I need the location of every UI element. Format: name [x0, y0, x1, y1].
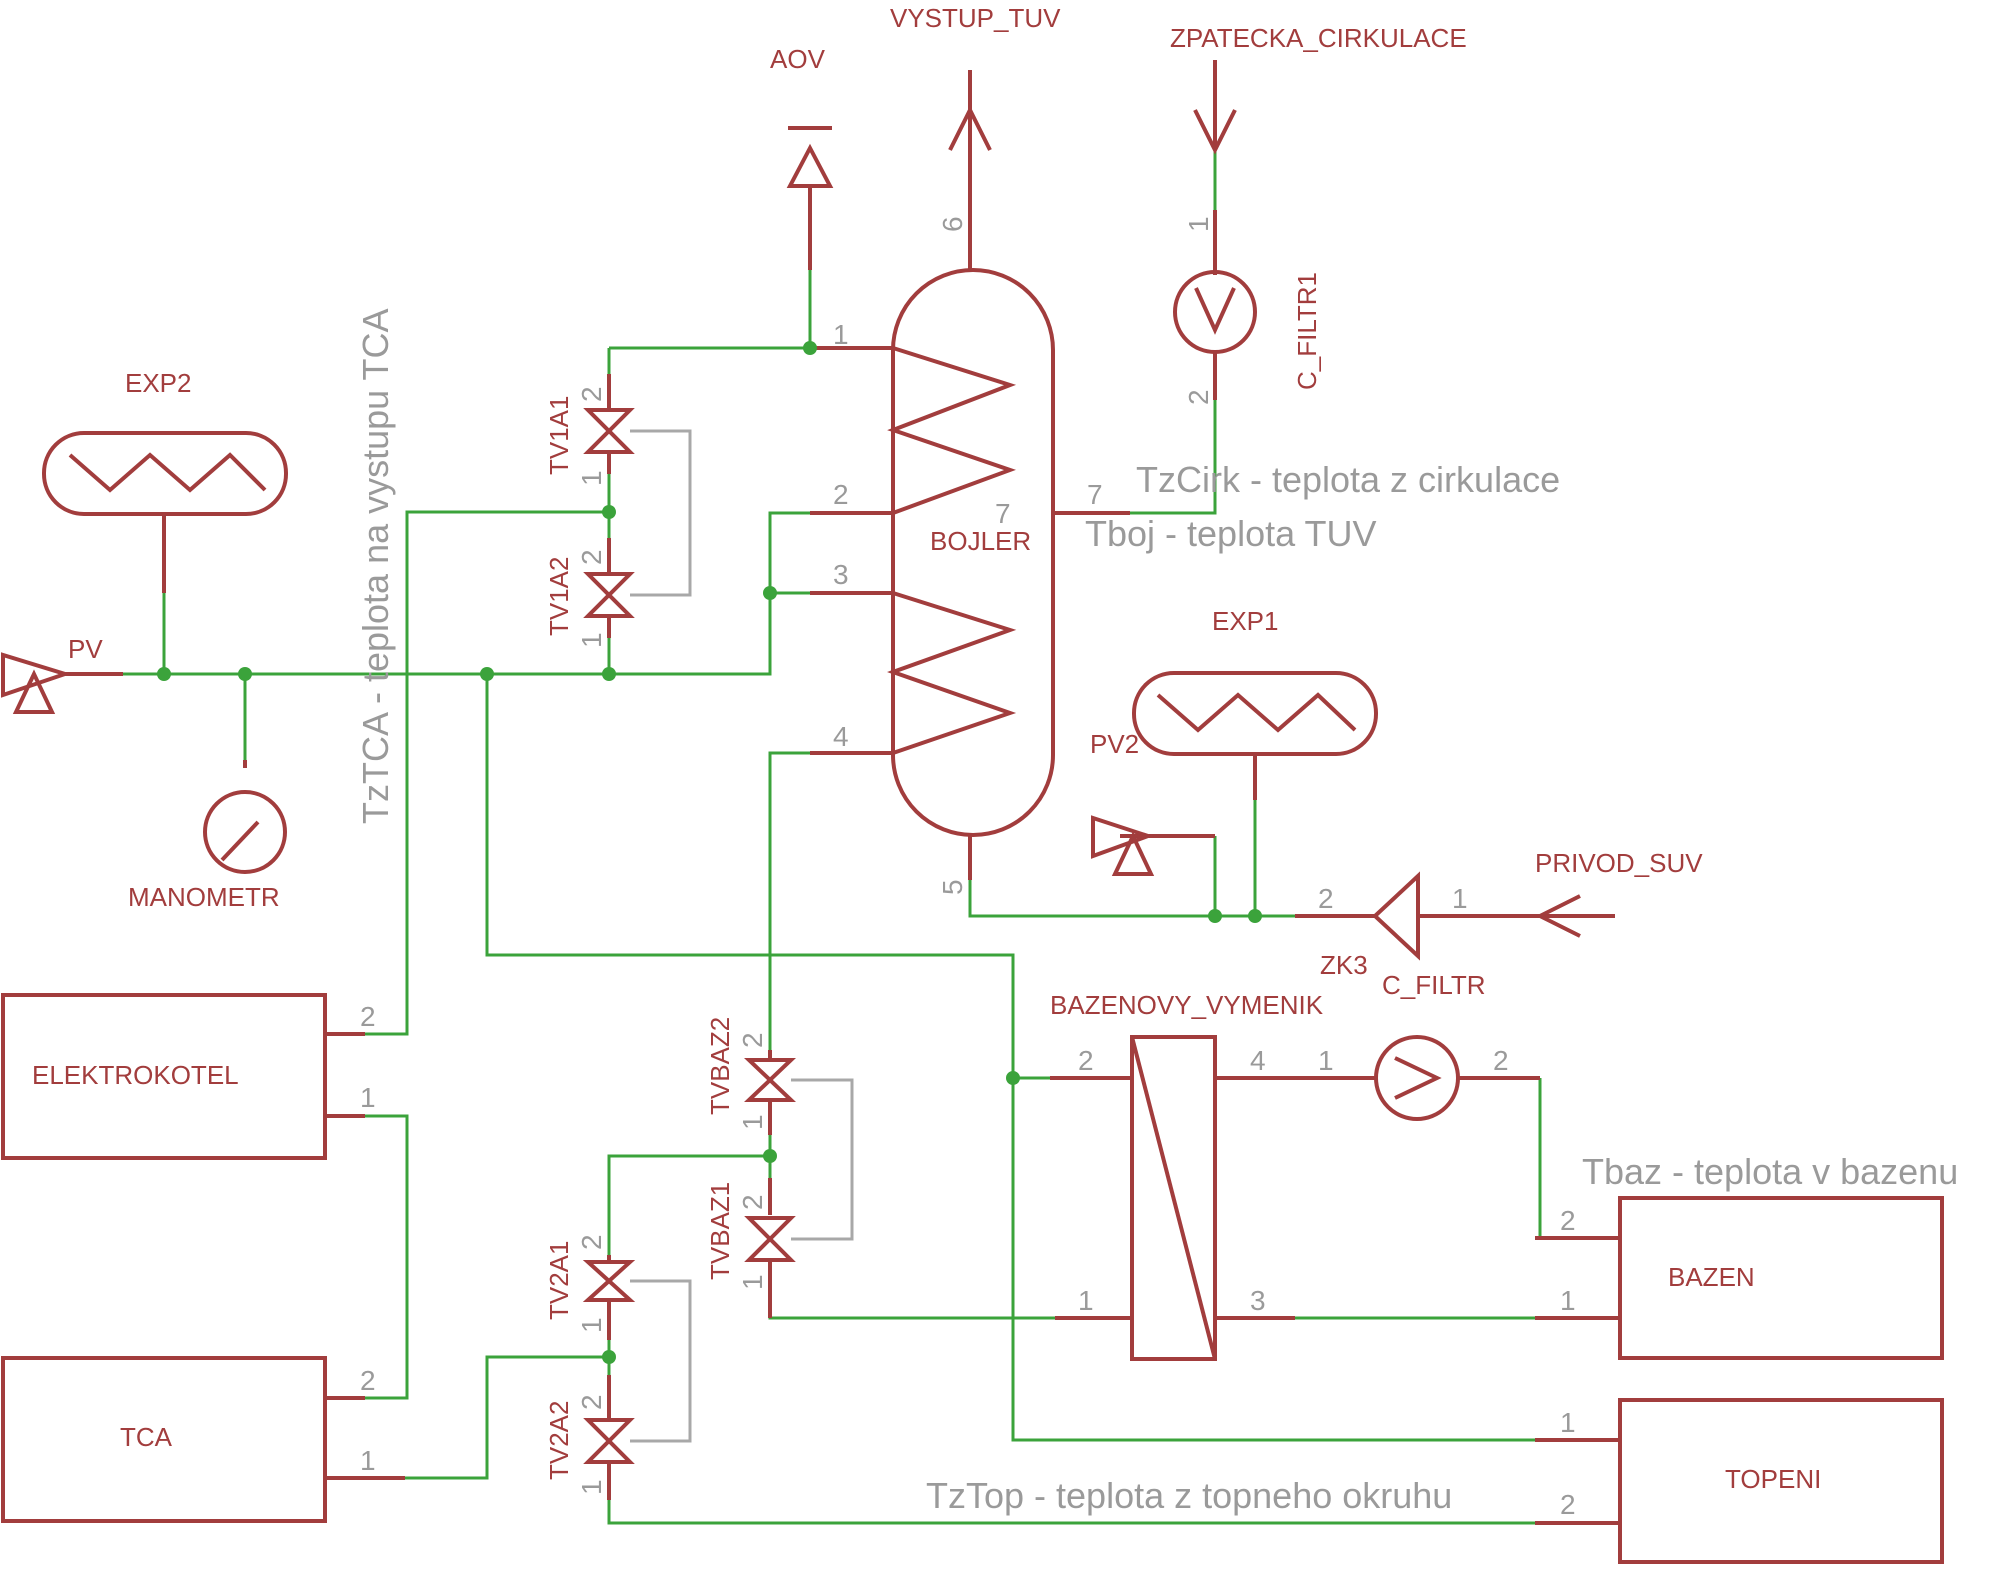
- elektrokotel-box: [1, 993, 327, 1160]
- label-elektrokotel: ELEKTROKOTEL: [32, 1060, 239, 1090]
- label-bazen: BAZEN: [1668, 1262, 1755, 1292]
- label-c-filtr1: C_FILTR1: [1292, 272, 1322, 390]
- pin-vymenik-2: 2: [1078, 1045, 1094, 1076]
- pin-bojler-3: 3: [833, 559, 849, 590]
- symbol-lines: [65, 60, 1620, 1525]
- pin-elektrokotel-2: 2: [360, 1001, 376, 1032]
- valve-tv1a1[interactable]: [583, 408, 635, 454]
- c-filtr1-symbol: [1173, 270, 1257, 354]
- label-tvbaz1: TVBAZ1: [705, 1182, 735, 1280]
- pin-tca-2: 2: [360, 1365, 376, 1396]
- wires: [123, 120, 1580, 1525]
- pin-tv2a2-2: 2: [576, 1394, 607, 1410]
- pin-zk3-1: 1: [1452, 883, 1468, 914]
- pin-tv1a1-2: 2: [576, 386, 607, 402]
- pin-vymenik-3: 3: [1250, 1285, 1266, 1316]
- pin-tvbaz1-2: 2: [737, 1194, 768, 1210]
- pin-pump-1: 1: [1318, 1045, 1334, 1076]
- bojler-symbol: [887, 268, 1055, 837]
- pin-bojler-4: 4: [833, 721, 849, 752]
- pin-cfiltr1-1: 1: [1183, 216, 1214, 232]
- label-bojler: BOJLER: [930, 526, 1031, 556]
- label-tvbaz2: TVBAZ2: [705, 1017, 735, 1115]
- label-topeni: TOPENI: [1725, 1464, 1821, 1494]
- pin-bazen-2: 2: [1560, 1205, 1576, 1236]
- label-bazenovy-vymenik: BAZENOVY_VYMENIK: [1050, 990, 1324, 1020]
- pin-tv2a2-1: 1: [576, 1479, 607, 1495]
- valve-tvbaz1[interactable]: [744, 1216, 796, 1262]
- pin-bazen-1: 1: [1560, 1285, 1576, 1316]
- pin-elektrokotel-1: 1: [360, 1082, 376, 1113]
- pin-vymenik-1: 1: [1078, 1285, 1094, 1316]
- pin-tvbaz1-1: 1: [737, 1274, 768, 1290]
- topeni-box: [1618, 1398, 1944, 1564]
- valve-tv1a2[interactable]: [583, 572, 635, 618]
- pin-bojler-5: 5: [937, 879, 968, 895]
- note-tzcirk: TzCirk - teplota z cirkulace: [1136, 459, 1560, 500]
- pin-tv1a2-1: 1: [576, 632, 607, 648]
- pin-tv1a1-1: 1: [576, 470, 607, 486]
- label-pv2: PV2: [1090, 729, 1139, 759]
- pin-numbers: 2 1 2 1 1 2 3 4 5 6 7 7 1 2 2 1 2 1 2 1 …: [360, 216, 1576, 1520]
- label-zpatecka-cirkulace: ZPATECKA_CIRKULACE: [1170, 23, 1467, 53]
- pin-pump-2: 2: [1493, 1045, 1509, 1076]
- pin-tv2a1-2: 2: [576, 1234, 607, 1250]
- tvbaz-actuator-link: [791, 1078, 854, 1241]
- valve-tvbaz2[interactable]: [744, 1058, 796, 1102]
- privod-suv-arrow: [1535, 894, 1581, 938]
- label-aov: AOV: [770, 44, 826, 74]
- tv1a-actuator-link: [630, 429, 692, 597]
- pin-bojler-7a: 7: [995, 498, 1011, 529]
- valve-tv2a2[interactable]: [583, 1418, 635, 1464]
- pin-topeni-1: 1: [1560, 1407, 1576, 1438]
- exp2-symbol: [42, 431, 288, 516]
- label-exp2: EXP2: [125, 368, 192, 398]
- bazen-pump-symbol: [1374, 1035, 1460, 1121]
- pin-tv2a1-1: 1: [576, 1317, 607, 1333]
- pin-bojler-7b: 7: [1087, 479, 1103, 510]
- label-vystup-tuv: VYSTUP_TUV: [890, 3, 1061, 33]
- bazenovy-vymenik-symbol: [1130, 1035, 1217, 1361]
- pin-vymenik-4: 4: [1250, 1045, 1266, 1076]
- pin-tvbaz2-2: 2: [737, 1032, 768, 1048]
- pin-tvbaz2-1: 1: [737, 1114, 768, 1130]
- label-privod-suv: PRIVOD_SUV: [1535, 848, 1703, 878]
- zk3-symbol: [1372, 871, 1420, 961]
- note-tztop: TzTop - teplota z topneho okruhu: [926, 1475, 1452, 1516]
- pin-tca-1: 1: [360, 1445, 376, 1476]
- note-tboj: Tboj - teplota TUV: [1085, 513, 1376, 554]
- note-tztca: TzTCA - teplota na vystupu TCA: [355, 308, 396, 824]
- pin-cfiltr1-2: 2: [1183, 389, 1214, 405]
- label-c-filtr: C_FILTR: [1382, 970, 1486, 1000]
- pv2-symbol: [1091, 815, 1155, 876]
- manometr-symbol: [203, 790, 287, 874]
- exp1-symbol: [1132, 671, 1378, 800]
- pin-bojler-2: 2: [833, 479, 849, 510]
- label-tca: TCA: [120, 1422, 173, 1452]
- label-exp1: EXP1: [1212, 606, 1279, 636]
- label-manometr: MANOMETR: [128, 882, 280, 912]
- pin-tv1a2-2: 2: [576, 549, 607, 565]
- pin-bojler-6: 6: [937, 216, 968, 232]
- pin-zk3-2: 2: [1318, 883, 1334, 914]
- label-tv1a1: TV1A1: [544, 396, 574, 476]
- tv2a-actuator-link: [630, 1279, 692, 1443]
- label-pv: PV: [68, 634, 103, 664]
- aov-symbol: [786, 126, 834, 188]
- note-tbaz: Tbaz - teplota v bazenu: [1582, 1151, 1958, 1192]
- pin-topeni-2: 2: [1560, 1489, 1576, 1520]
- pin-bojler-1: 1: [833, 319, 849, 350]
- zpatecka-arrow: [1193, 109, 1237, 155]
- tca-box: [1, 1356, 327, 1523]
- bazen-box: [1618, 1196, 1944, 1360]
- pv-symbol: [1, 652, 72, 714]
- label-tv1a2: TV1A2: [544, 557, 574, 637]
- vystup-tuv-arrow: [948, 70, 992, 151]
- valve-tv2a1[interactable]: [582, 1260, 636, 1302]
- label-tv2a1: TV2A1: [544, 1241, 574, 1321]
- label-tv2a2: TV2A2: [544, 1401, 574, 1481]
- junctions: [157, 341, 1262, 1364]
- label-zk3: ZK3: [1320, 950, 1368, 980]
